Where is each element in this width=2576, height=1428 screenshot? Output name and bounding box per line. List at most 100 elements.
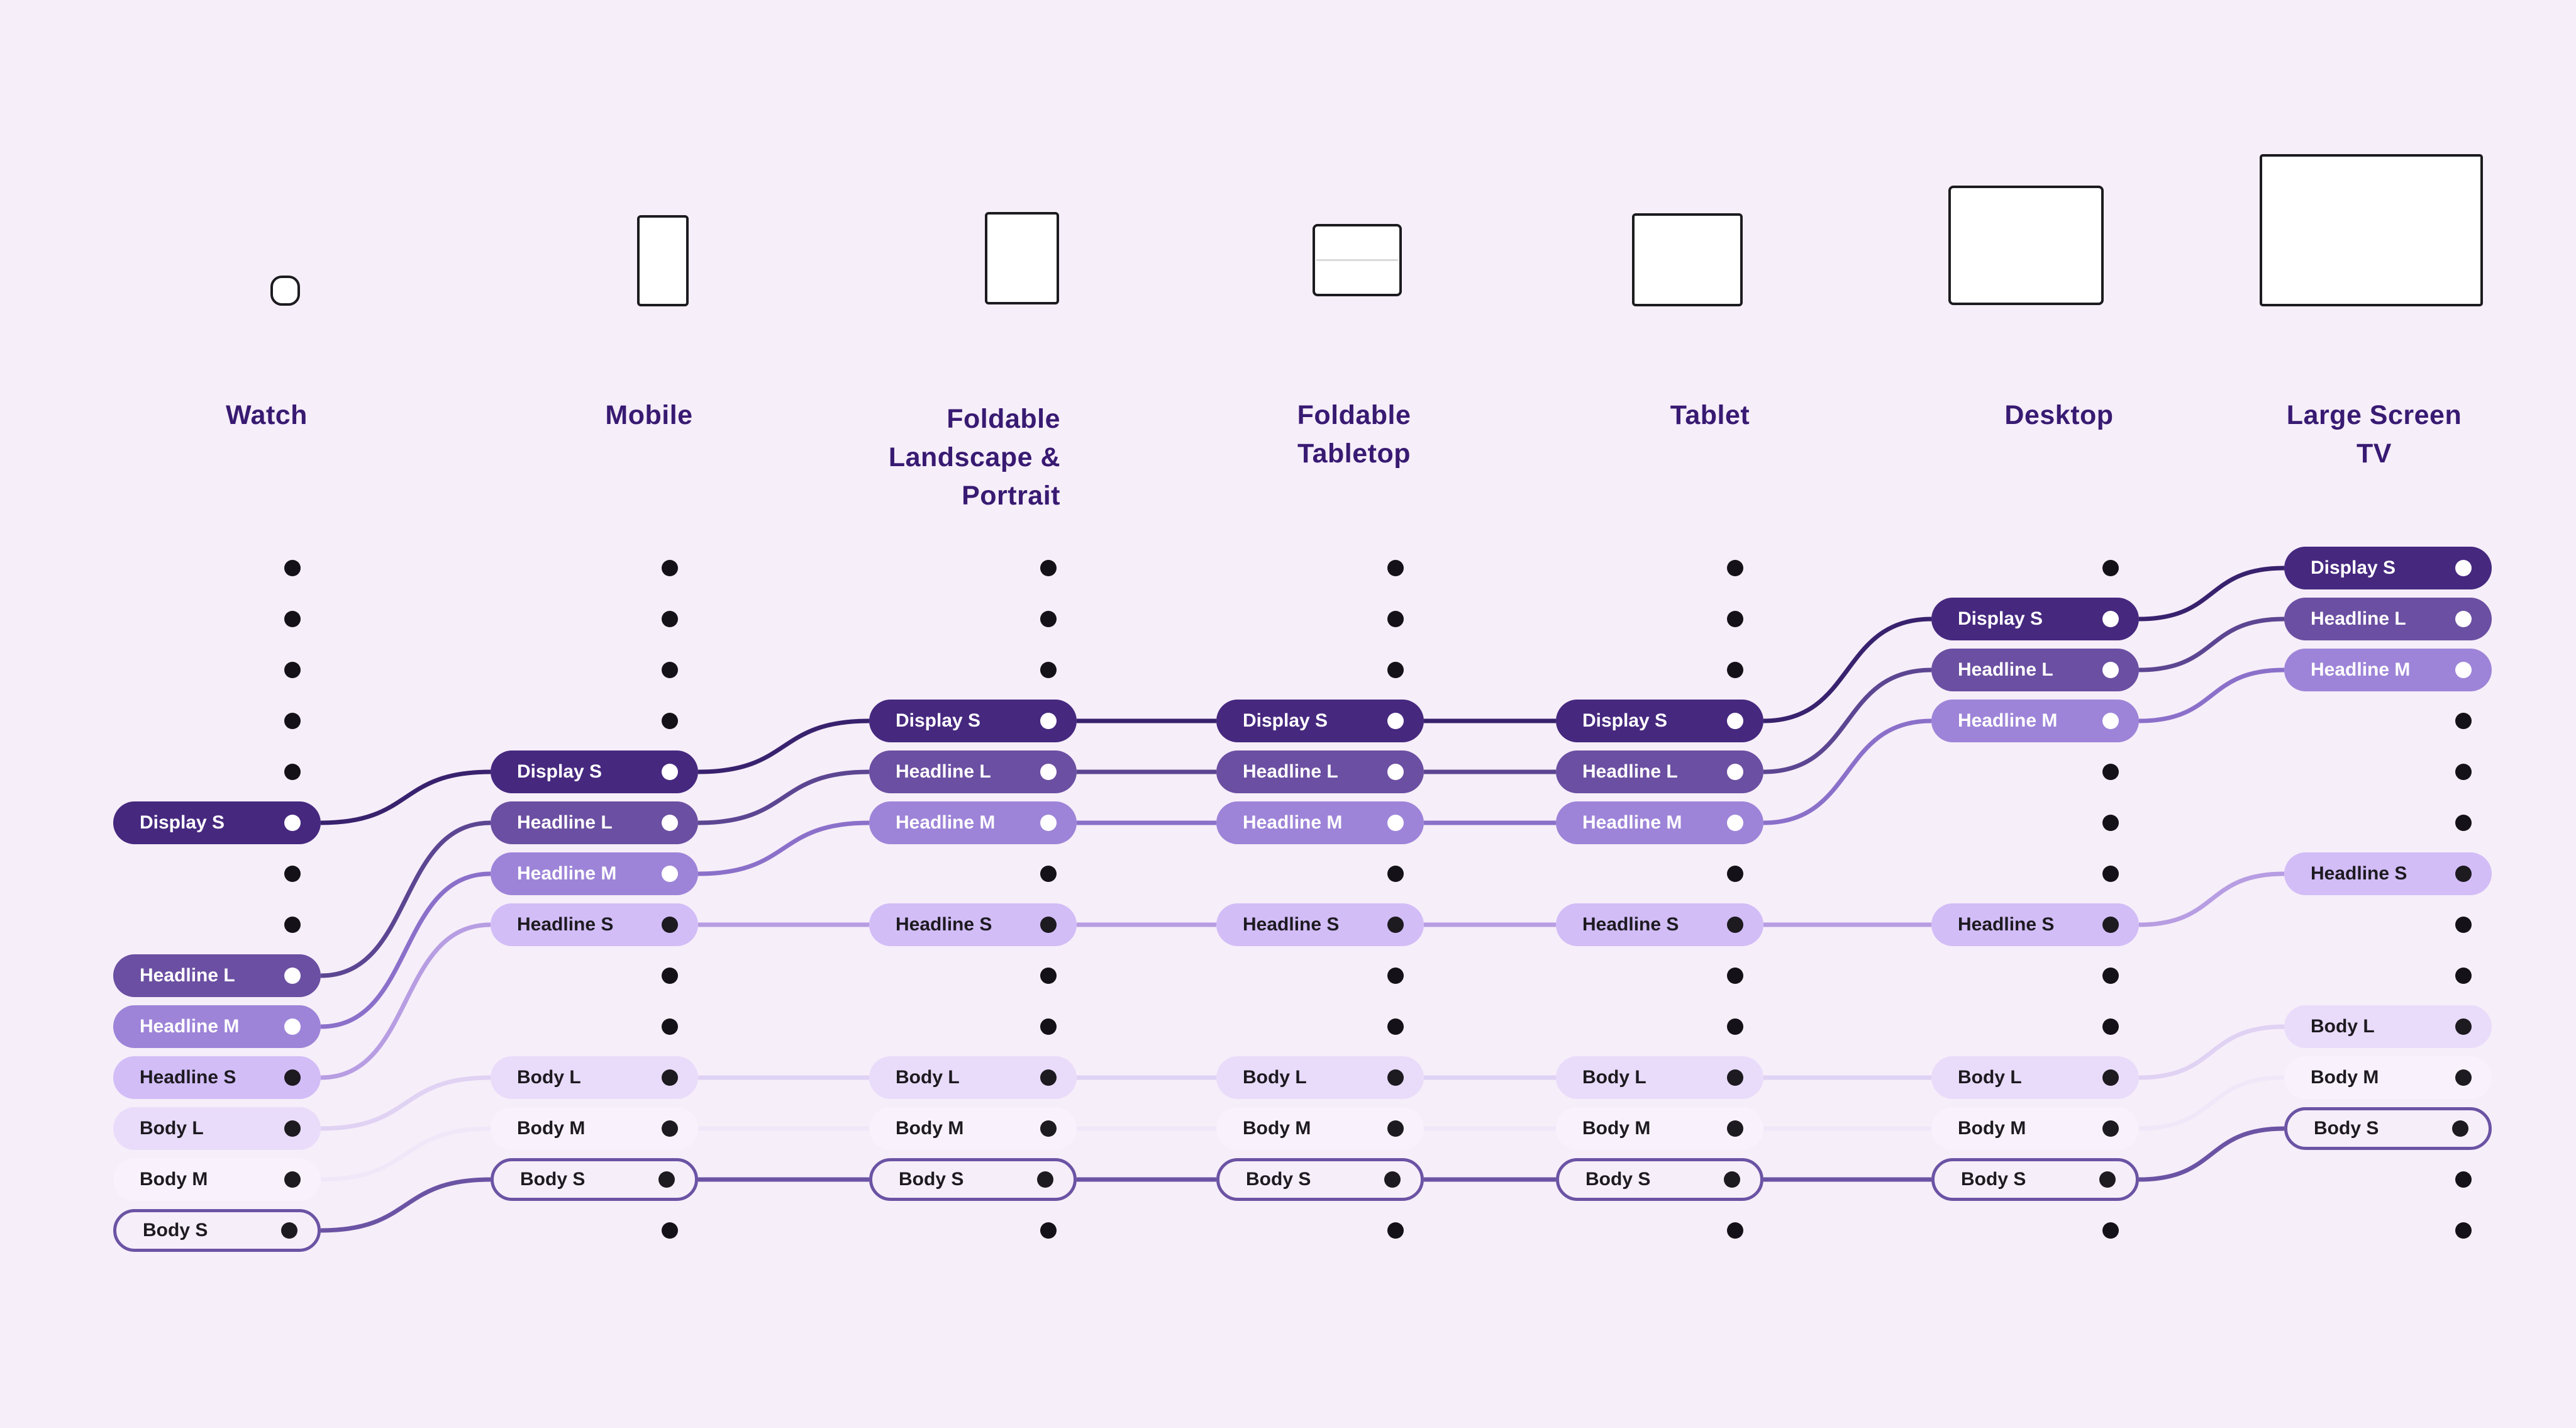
pill-body-s: Body S [1556,1158,1763,1201]
pill-label: Display S [517,761,602,782]
pill-body-l: Body L [113,1107,321,1150]
grid-dot [1727,1018,1743,1035]
pill-body-s: Body S [1216,1158,1424,1201]
pill-headline-m: Headline M [1931,700,2139,742]
pill-headline-m: Headline M [113,1005,321,1048]
grid-dot [2455,1171,2472,1188]
connector-line-headline-m [2138,667,2285,723]
pill-dot [2102,713,2119,729]
pill-dot [284,1120,301,1137]
grid-dot [2455,968,2472,984]
pill-dot [1040,917,1057,933]
desktop-icon [1948,186,2104,305]
pill-dot [2102,1069,2119,1086]
pill-dot [2102,1120,2119,1137]
pill-label: Headline L [896,761,991,782]
pill-headline-s: Headline S [1931,903,2139,946]
pill-body-m: Body M [2284,1056,2492,1099]
pill-body-l: Body L [1931,1056,2139,1099]
pill-body-s: Body S [113,1209,321,1252]
pill-label: Headline S [1582,914,1679,935]
grid-dot [2102,968,2119,984]
pill-dot [1727,713,1743,729]
pill-dot [1040,1120,1057,1137]
pill-dot [2455,662,2472,678]
grid-dot [284,662,301,678]
grid-dot [284,611,301,627]
pill-dot [662,1069,678,1086]
pill-dot [2452,1120,2468,1137]
pill-dot [1387,815,1404,831]
pill-label: Headline M [896,812,996,833]
grid-dot [1727,968,1743,984]
grid-dot [2455,713,2472,729]
pill-label: Headline S [1958,914,2055,935]
connector-line-headline-l [2138,616,2285,672]
grid-dot [284,917,301,933]
pill-dot [284,1171,301,1188]
pill-label: Headline S [2311,863,2407,884]
pill-label: Body S [899,1169,964,1190]
device-label-mobile: Mobile [605,400,693,430]
pill-label: Headline L [1243,761,1338,782]
grid-dot [2455,815,2472,831]
connector-line-headline-m [697,820,870,876]
pill-headline-s: Headline S [1556,903,1763,946]
connector-line-headline-s [320,922,491,1080]
pill-display-s: Display S [491,750,698,793]
grid-dot [1727,866,1743,882]
pill-headline-s: Headline S [869,903,1077,946]
pill-body-s: Body S [1931,1158,2139,1201]
grid-dot [1040,560,1057,576]
pill-label: Body S [143,1220,208,1241]
pill-headline-s: Headline S [1216,903,1424,946]
pill-headline-s: Headline S [2284,852,2492,895]
grid-dot [2102,815,2119,831]
grid-dot [284,560,301,576]
grid-dot [1040,1222,1057,1239]
grid-dot [1040,968,1057,984]
connector-line-body-s [320,1177,491,1233]
pill-headline-l: Headline L [2284,598,2492,640]
grid-dot [2455,1222,2472,1239]
grid-dot [2102,764,2119,780]
device-label-large-screen-tv: Large Screen TV [2286,400,2462,469]
connector-line-headline-l [320,820,491,978]
pill-label: Body M [896,1118,964,1139]
pill-label: Headline L [140,965,235,986]
grid-dot [1727,1222,1743,1239]
pill-display-s: Display S [1931,598,2139,640]
pill-display-s: Display S [1556,700,1763,742]
pill-headline-m: Headline M [1216,801,1424,844]
pill-label: Headline L [1958,659,2053,680]
pill-label: Body L [1958,1067,2022,1088]
grid-dot [1387,866,1404,882]
pill-dot [662,917,678,933]
pill-dot [2102,611,2119,627]
grid-dot [284,866,301,882]
grid-dot [2102,1222,2119,1239]
pill-dot [1040,815,1057,831]
pill-headline-m: Headline M [869,801,1077,844]
pill-label: Headline M [1958,710,2058,731]
pill-dot [2455,866,2472,882]
pill-label: Body M [2311,1067,2379,1088]
pill-dot [658,1171,675,1188]
grid-dot [1727,560,1743,576]
pill-dot [2455,1069,2472,1086]
pill-body-l: Body L [491,1056,698,1099]
grid-dot [1040,1018,1057,1035]
pill-dot [2455,1018,2472,1035]
pill-dot [1387,713,1404,729]
pill-label: Body L [2311,1016,2375,1037]
pill-label: Display S [896,710,981,731]
pill-dot [2455,611,2472,627]
pill-dot [662,764,678,780]
grid-dot [1387,1222,1404,1239]
pill-dot [1040,764,1057,780]
device-label-foldable-tabletop: Foldable Tabletop [1297,400,1411,469]
grid-dot [284,764,301,780]
grid-dot [1727,611,1743,627]
pill-label: Display S [1243,710,1328,731]
pill-label: Body L [517,1067,581,1088]
